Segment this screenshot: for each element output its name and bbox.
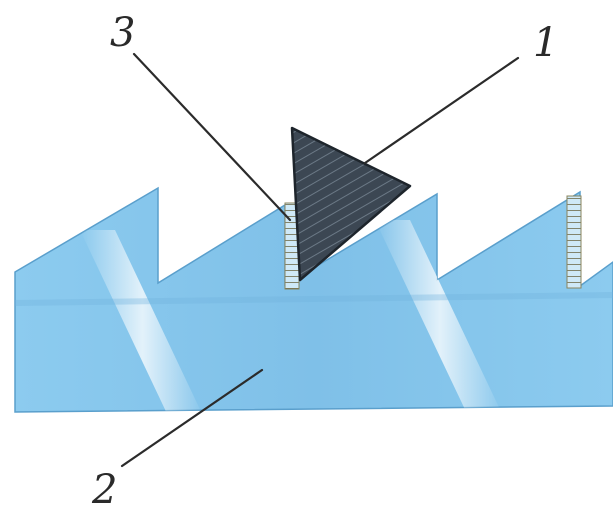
callout-label-2: 2	[91, 467, 117, 513]
leader-line-1	[363, 56, 520, 165]
leader-line-3	[132, 52, 292, 222]
leader-line-2	[120, 368, 264, 468]
workpiece-highlights	[15, 220, 613, 412]
cutting-tool-body	[290, 126, 412, 282]
cutting-tool	[290, 126, 412, 282]
chip-layer-right	[566, 195, 582, 289]
callout-label-1: 1	[533, 20, 558, 66]
callout-label-3: 3	[110, 10, 135, 56]
workpiece	[14, 186, 613, 413]
chip-layer	[284, 195, 582, 290]
